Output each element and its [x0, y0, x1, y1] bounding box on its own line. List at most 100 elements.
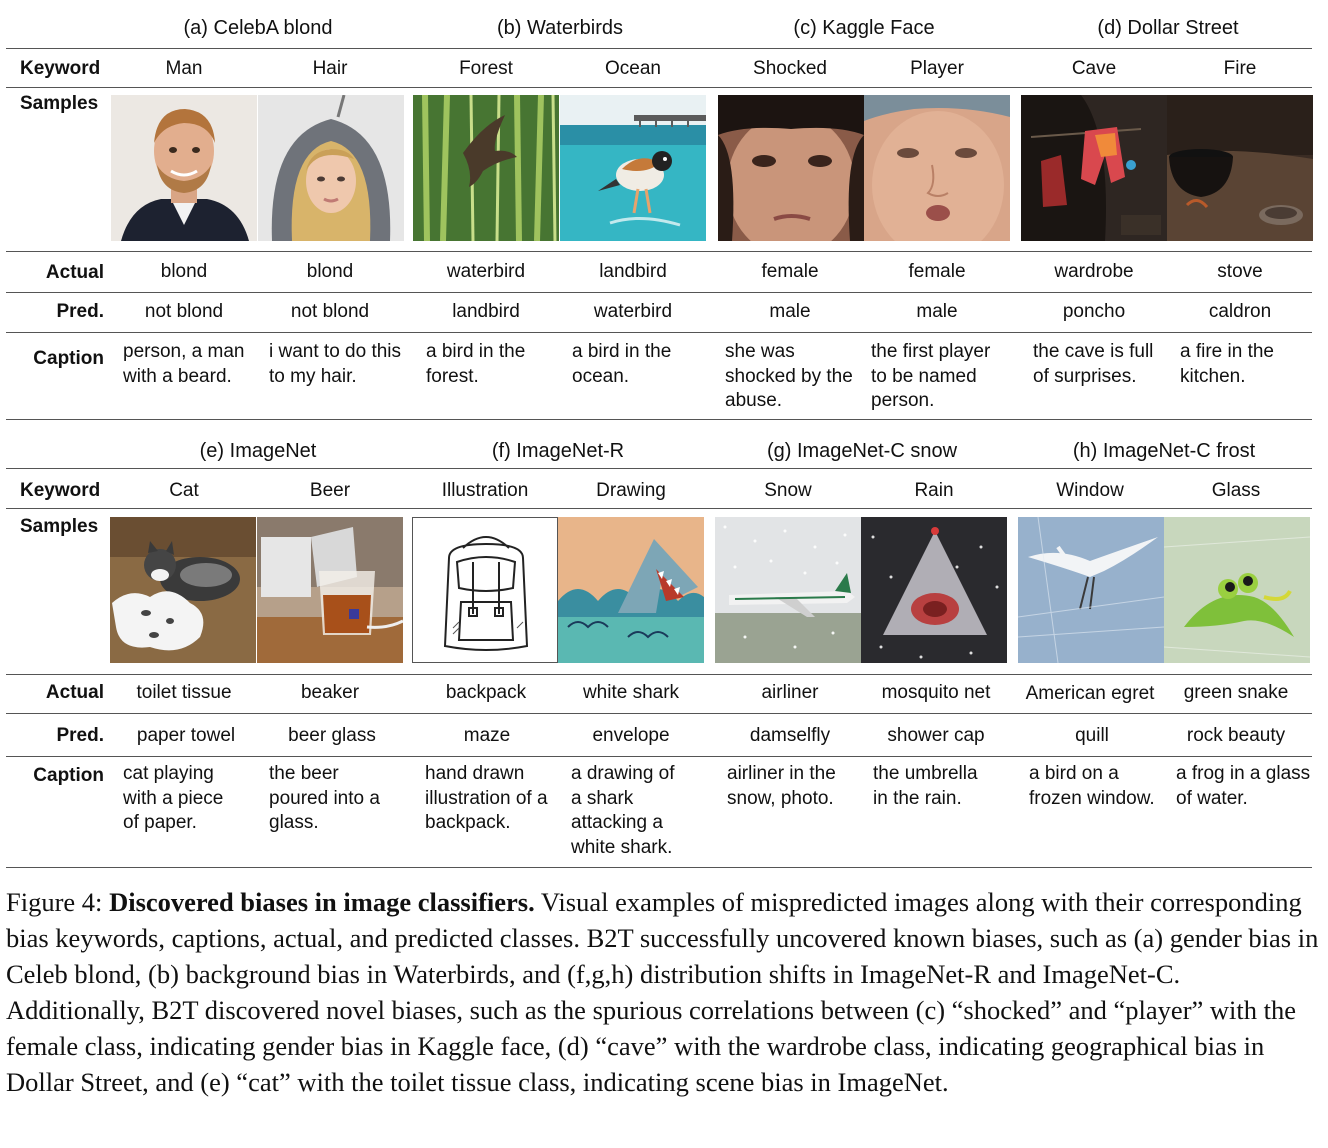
predicted-class: beer glass: [288, 725, 376, 746]
actual-class: beaker: [300, 682, 360, 703]
keyword: Illustration: [441, 480, 529, 501]
generated-caption: she was shocked by the abuse.: [725, 341, 853, 411]
rule: [6, 468, 1312, 469]
actual-class: wardrobe: [1054, 261, 1134, 282]
actual-class: landbird: [599, 261, 667, 282]
sample-image-bird-on-ocean-water: [560, 95, 706, 241]
actual-class: toilet tissue: [136, 682, 232, 703]
actual-class: mosquito net: [881, 682, 991, 703]
actual-class: stove: [1217, 261, 1263, 282]
keyword: Forest: [459, 58, 513, 79]
generated-caption: i want to do this to my hair.: [269, 341, 402, 387]
sample-image-shocked-face: [718, 95, 864, 241]
generated-caption: the first player to be named person.: [871, 341, 991, 411]
keyword: Window: [1056, 480, 1124, 501]
rule: [6, 332, 1312, 333]
rule: [6, 292, 1312, 293]
figure-caption-text: Visual examples of mispredicted images a…: [6, 887, 1319, 1097]
dataset-title: (f) ImageNet-R: [491, 440, 625, 462]
dataset-title: (e) ImageNet: [199, 440, 317, 462]
rule: [6, 419, 1312, 420]
generated-caption: a drawing of a shark attacking a white s…: [571, 763, 675, 858]
predicted-class: maze: [463, 725, 511, 746]
row-label-caption: Caption: [33, 348, 104, 369]
actual-class: female: [761, 261, 819, 282]
keyword: Cat: [169, 480, 199, 501]
predicted-class: caldron: [1208, 301, 1272, 322]
dataset-title: (a) CelebA blond: [183, 17, 333, 39]
row-label-keyword: Keyword: [20, 480, 101, 501]
actual-class: green snake: [1183, 682, 1289, 703]
sample-image-blond-woman-in-hood: [258, 95, 404, 241]
keyword: Ocean: [605, 58, 661, 79]
row-label-keyword: Keyword: [20, 58, 101, 79]
keyword: Cave: [1071, 58, 1117, 79]
predicted-class: paper towel: [136, 725, 236, 746]
row-label-samples: Samples: [20, 516, 99, 537]
generated-caption: airliner in the snow, photo.: [727, 763, 836, 809]
keyword: Fire: [1223, 58, 1257, 79]
rule: [6, 251, 1312, 252]
row-label-caption: Caption: [33, 765, 104, 786]
dataset-title: (d) Dollar Street: [1097, 17, 1239, 39]
sample-image-bird-in-bamboo-forest: [413, 95, 559, 241]
rule: [6, 48, 1312, 49]
row-label-pred: Pred.: [56, 725, 104, 746]
dataset-title: (b) Waterbirds: [497, 17, 623, 39]
actual-class: backpack: [445, 682, 527, 703]
dataset-title: (h) ImageNet-C frost: [1072, 440, 1256, 462]
row-label-samples: Samples: [20, 93, 99, 114]
predicted-class: not blond: [144, 301, 224, 322]
sample-image-pot-over-fire: [1167, 95, 1313, 241]
sample-image-player-face-with-cap: [864, 95, 1010, 241]
sample-image-egret-through-frost: [1018, 517, 1164, 663]
keyword: Drawing: [596, 480, 666, 501]
generated-caption: person, a man with a beard.: [123, 341, 245, 387]
predicted-class: rock beauty: [1186, 725, 1286, 746]
predicted-class: male: [769, 301, 811, 322]
sample-image-net-in-rain: [861, 517, 1007, 663]
row-label-actual: Actual: [45, 262, 104, 283]
keyword: Glass: [1211, 480, 1261, 501]
generated-caption: a frog in a glass of water.: [1176, 763, 1311, 809]
predicted-class: envelope: [592, 725, 670, 746]
predicted-class: waterbird: [593, 301, 673, 322]
figure-caption-bold: Discovered biases in image classifiers.: [109, 887, 535, 917]
figure-caption: Figure 4: Discovered biases in image cla…: [6, 884, 1322, 1100]
generated-caption: the beer poured into a glass.: [269, 763, 380, 833]
keyword: Man: [165, 58, 203, 79]
rule: [6, 674, 1312, 675]
predicted-class: damselfly: [749, 725, 831, 746]
actual-class: blond: [160, 261, 208, 282]
row-label-pred: Pred.: [56, 301, 104, 322]
rule: [112, 48, 404, 49]
predicted-class: not blond: [290, 301, 370, 322]
sample-image-backpack-sketch: [412, 517, 558, 663]
generated-caption: the umbrella in the rain.: [873, 763, 978, 809]
rule: [6, 508, 1312, 509]
predicted-class: poncho: [1062, 301, 1126, 322]
generated-caption: a bird in the ocean.: [572, 341, 672, 387]
actual-class: waterbird: [446, 261, 526, 282]
sample-image-smiling-bearded-man: [111, 95, 257, 241]
dataset-title: (g) ImageNet-C snow: [766, 440, 958, 462]
predicted-class: landbird: [452, 301, 520, 322]
predicted-class: quill: [1075, 725, 1109, 746]
row-label-actual: Actual: [45, 682, 104, 703]
generated-caption: the cave is full of surprises.: [1033, 341, 1154, 387]
predicted-class: shower cap: [887, 725, 985, 746]
generated-caption: a bird in the forest.: [426, 341, 526, 387]
rule: [6, 867, 1312, 868]
sample-image-shark-drawing: [558, 517, 704, 663]
keyword: Player: [910, 58, 964, 79]
sample-image-airliner-in-snow: [715, 517, 861, 663]
actual-class: American egret: [1025, 683, 1155, 704]
sample-image-green-snake-through-frost: [1164, 517, 1310, 663]
sample-image-dark-room-with-clothes: [1021, 95, 1167, 241]
rule: [6, 756, 1312, 757]
figure-label: Figure 4:: [6, 887, 103, 917]
keyword: Snow: [764, 480, 812, 501]
sample-image-beaker-with-liquid: [257, 517, 403, 663]
sample-image-cat-with-torn-paper: [110, 517, 256, 663]
keyword: Rain: [914, 480, 954, 501]
